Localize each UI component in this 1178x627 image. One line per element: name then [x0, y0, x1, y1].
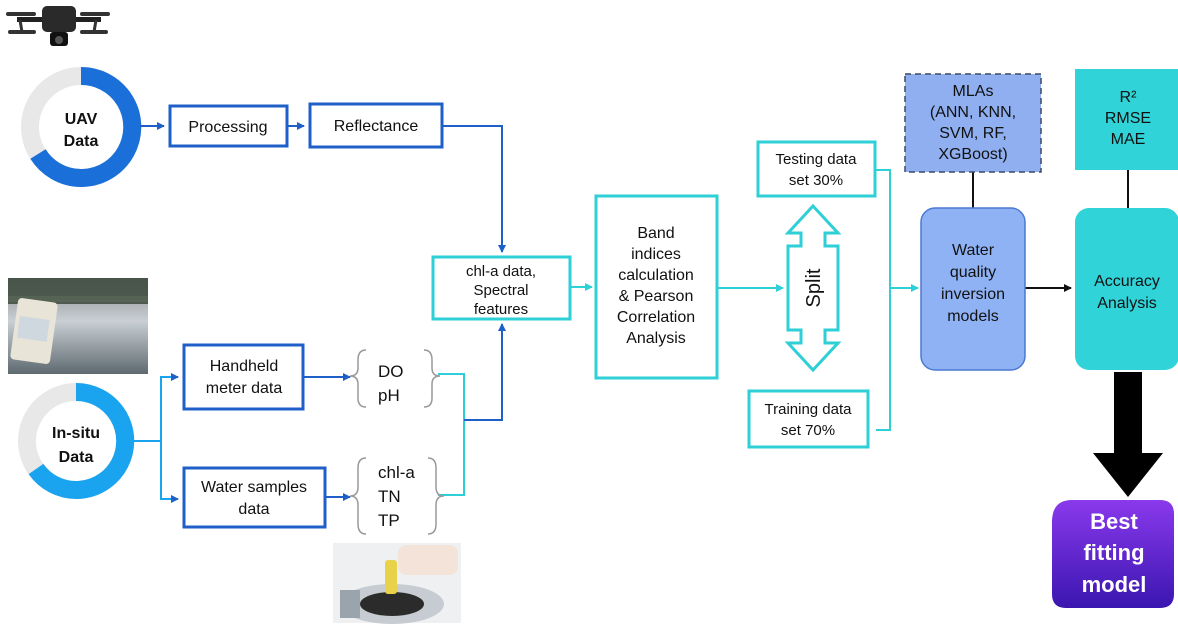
wq-label-1: Water	[952, 242, 995, 259]
processing-box: Processing	[170, 106, 287, 146]
split-double-arrow: Split	[788, 206, 838, 370]
testing-data-box: Testing data set 30%	[758, 142, 875, 196]
best-label-3: model	[1082, 572, 1147, 597]
water-quality-models-box: Water quality inversion models	[921, 208, 1025, 370]
testing-label-2: set 30%	[789, 172, 843, 189]
chl-spectral-label-2: Spectral	[473, 282, 528, 299]
metric-mae: MAE	[1111, 131, 1146, 148]
band-label-3: calculation	[618, 267, 694, 284]
param-tp: TP	[378, 511, 400, 530]
reflectance-label: Reflectance	[334, 118, 419, 135]
wq-label-4: models	[947, 308, 999, 325]
testing-label-1: Testing data	[776, 151, 858, 168]
param-chl-a: chl-a	[378, 463, 415, 482]
mlas-box: MLAs (ANN, KNN, SVM, RF, XGBoost)	[905, 74, 1041, 172]
water-sampling-photo	[8, 278, 148, 374]
param-tn: TN	[378, 487, 401, 506]
down-arrow-icon	[1093, 372, 1163, 497]
training-label-1: Training data	[765, 401, 853, 418]
handheld-label-2: meter data	[206, 380, 283, 397]
best-label-1: Best	[1090, 509, 1138, 534]
chl-spectral-label-1: chl-a data,	[466, 263, 536, 280]
mlas-label-4: XGBoost)	[938, 146, 1007, 163]
sample-params-brace: chl-a TN TP	[350, 458, 444, 534]
water-samples-box: Water samples data	[184, 468, 325, 527]
processing-label: Processing	[188, 119, 267, 136]
metrics-box: R² RMSE MAE	[1075, 69, 1178, 170]
band-label-2: indices	[631, 246, 681, 263]
training-data-box: Training data set 70%	[749, 391, 868, 447]
band-indices-box: Band indices calculation & Pearson Corre…	[596, 196, 717, 378]
split-label: Split	[803, 268, 825, 307]
handheld-params-brace: DO pH	[350, 350, 440, 407]
uav-label-line2: Data	[64, 133, 99, 150]
insitu-data-donut: In-situ Data	[27, 392, 125, 490]
handheld-label-1: Handheld	[210, 358, 279, 375]
mlas-label-1: MLAs	[953, 83, 994, 100]
accuracy-analysis-box: Accuracy Analysis	[1075, 208, 1178, 370]
handheld-meter-box: Handheld meter data	[184, 345, 303, 409]
best-fitting-model-box: Best fitting model	[1052, 500, 1174, 608]
band-label-4: & Pearson	[619, 288, 694, 305]
best-label-2: fitting	[1083, 540, 1144, 565]
param-do: DO	[378, 362, 404, 381]
chl-spectral-label-3: features	[474, 301, 528, 318]
metric-r2: R²	[1120, 89, 1138, 106]
wq-label-2: quality	[950, 264, 996, 281]
uav-data-donut: UAV Data	[30, 76, 132, 178]
lab-instrument-photo	[333, 543, 461, 624]
mlas-label-3: SVM, RF,	[939, 125, 1007, 142]
band-label-5: Correlation	[617, 309, 695, 326]
metric-rmse: RMSE	[1105, 110, 1151, 127]
water-samples-label-1: Water samples	[201, 479, 307, 496]
reflectance-box: Reflectance	[310, 104, 442, 147]
mlas-label-2: (ANN, KNN,	[930, 104, 1016, 121]
drone-icon	[6, 6, 110, 46]
training-label-2: set 70%	[781, 422, 835, 439]
band-label-6: Analysis	[626, 330, 686, 347]
uav-label-line1: UAV	[65, 111, 98, 128]
accuracy-label-1: Accuracy	[1094, 273, 1160, 290]
wq-label-3: inversion	[941, 286, 1005, 303]
chl-spectral-box: chl-a data, Spectral features	[433, 257, 570, 319]
insitu-label-line2: Data	[59, 449, 94, 466]
accuracy-label-2: Analysis	[1097, 295, 1157, 312]
water-samples-label-2: data	[238, 501, 269, 518]
param-ph: pH	[378, 386, 400, 405]
insitu-label-line1: In-situ	[52, 425, 100, 442]
band-label-1: Band	[637, 225, 674, 242]
